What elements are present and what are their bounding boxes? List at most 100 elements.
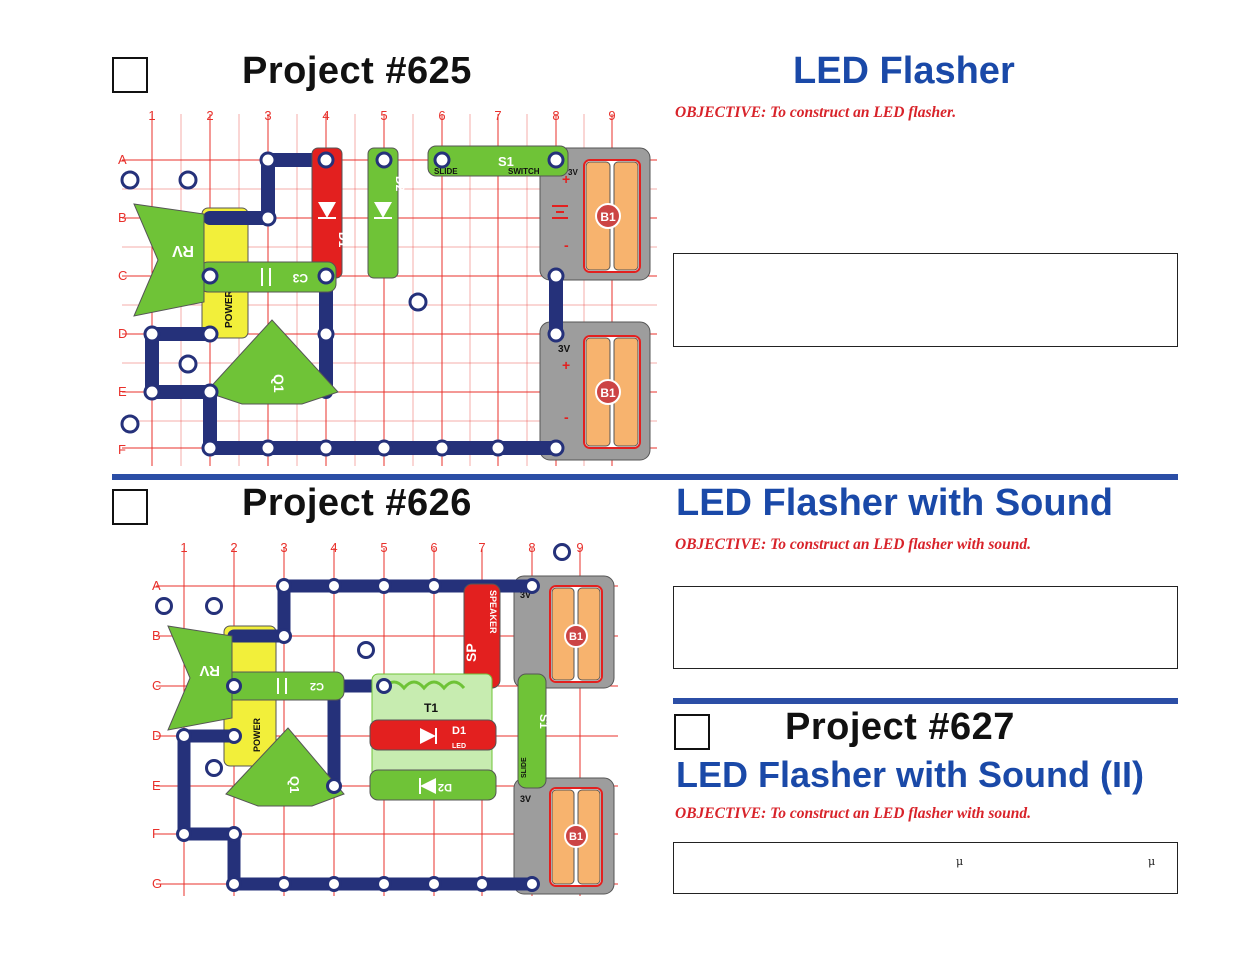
svg-text:+: + [562, 357, 570, 373]
led-label: LED [452, 743, 466, 750]
grid-row-labels: A B C D E F [118, 152, 127, 457]
grid-col-label: 5 [380, 540, 387, 555]
grid-col-label: 9 [608, 108, 615, 123]
micro-symbol: μ [1148, 855, 1156, 868]
micro-symbol: μ [956, 855, 964, 868]
d1-label: D1 [336, 232, 350, 248]
slide-switch-s1: S1 SLIDE SWITCH 3V [427, 145, 578, 177]
grid-row-label: E [118, 384, 127, 399]
project-627-number: Project #627 [785, 706, 1015, 748]
battery-b1-bottom: B1 3V + - [539, 321, 651, 461]
grid-row-label: D [118, 326, 127, 341]
project-626-number: Project #626 [242, 482, 472, 524]
potentiometer-rv: RV [133, 203, 205, 317]
grid-row-label: D [152, 728, 161, 743]
grid-col-label: 1 [148, 108, 155, 123]
slide-switch-s1: S1 SLIDE [517, 673, 551, 789]
svg-text:-: - [564, 409, 569, 425]
d2-label: D2 [393, 176, 407, 192]
project-627-checkbox[interactable] [674, 714, 710, 750]
q1-label: Q1 [287, 776, 302, 793]
led-d2: D2 [367, 147, 407, 279]
t1-label: T1 [424, 701, 438, 715]
snap-points [120, 151, 565, 457]
potentiometer-rv: RV [167, 625, 233, 731]
battery-label: B1 [600, 210, 616, 224]
project-626-objective: OBJECTIVE: To construct an LED flasher w… [675, 536, 1032, 553]
grid-row-label: C [118, 268, 127, 283]
s1-label: S1 [498, 154, 514, 169]
c2-label: C2 [310, 680, 324, 692]
project-625-checkbox[interactable] [112, 57, 148, 93]
svg-text:+: + [562, 171, 570, 187]
grid-col-label: 4 [322, 108, 329, 123]
project-626-checkbox[interactable] [112, 489, 148, 525]
slide-label: SLIDE [521, 757, 528, 778]
amplifier-label: POWER [252, 717, 262, 752]
grid-col-label: 1 [180, 540, 187, 555]
capacitor-c3: C3 [199, 261, 337, 293]
capacitor-c2: C2 [223, 671, 345, 701]
rv-label: RV [199, 662, 220, 679]
grid-col-label: 8 [552, 108, 559, 123]
s1-label: S1 [537, 714, 551, 729]
sp-label: SP [463, 643, 479, 662]
snap-points [155, 543, 571, 892]
amplifier-label: POWER [224, 289, 235, 328]
grid-col-label: 3 [280, 540, 287, 555]
project-625-note-box [673, 253, 1178, 347]
s1-voltage: 3V [568, 168, 578, 177]
divider-626-627 [673, 698, 1178, 704]
grid-col-label: 3 [264, 108, 271, 123]
grid-col-label: 6 [430, 540, 437, 555]
grid-col-label: 9 [576, 540, 583, 555]
speaker-sp: SPEAKER SP [463, 583, 501, 689]
led-d2: D2 [369, 769, 497, 801]
c3-label: C3 [292, 271, 308, 285]
battery-b1-top: B1 3V [513, 575, 615, 689]
switch-label: SWITCH [508, 167, 540, 176]
project-626-note-box [673, 586, 1178, 669]
transistor-q1: Q1 [205, 319, 339, 405]
battery-voltage: 3V [520, 794, 531, 804]
divider-625-626 [112, 474, 1178, 480]
project-625-circuit-diagram: 1 2 3 4 5 6 7 8 9 A B C D E F B1 + - B1 [118, 108, 657, 466]
slide-label: SLIDE [434, 167, 458, 176]
transistor-q1: Q1 [225, 727, 345, 807]
grid-row-label: F [152, 826, 160, 841]
q1-label: Q1 [271, 374, 287, 393]
battery-label: B1 [600, 386, 616, 400]
project-625-number: Project #625 [242, 50, 472, 92]
battery-voltage: 3V [558, 344, 571, 355]
battery-b1-top: B1 + - [539, 147, 651, 281]
grid-col-labels: 1 2 3 4 5 6 7 8 9 [148, 108, 615, 123]
grid-row-label: E [152, 778, 161, 793]
speaker-label: SPEAKER [488, 590, 498, 634]
d2-label: D2 [438, 781, 452, 793]
grid-row-label: A [118, 152, 127, 167]
battery-label: B1 [569, 631, 583, 643]
grid-col-label: 7 [494, 108, 501, 123]
grid-row-label: C [152, 678, 161, 693]
grid-row-labels: A B C D E F G [152, 578, 162, 891]
grid-col-label: 8 [528, 540, 535, 555]
project-626-circuit-diagram: 1 2 3 4 5 6 7 8 9 A B C D E F G B1 3V B1… [152, 540, 618, 896]
grid-col-label: 5 [380, 108, 387, 123]
grid-col-label: 2 [230, 540, 237, 555]
battery-b1-bottom: B1 3V [513, 777, 615, 895]
led-d1: D1 LED [369, 719, 497, 751]
project-627-objective: OBJECTIVE: To construct an LED flasher w… [675, 805, 1032, 822]
svg-text:-: - [564, 237, 569, 253]
battery-voltage: 3V [520, 590, 531, 600]
grid-col-label: 7 [478, 540, 485, 555]
battery-label: B1 [569, 831, 583, 843]
project-625-title: LED Flasher [793, 50, 1015, 92]
rv-label: RV [172, 242, 194, 259]
grid-col-label: 4 [330, 540, 337, 555]
grid-row-label: A [152, 578, 161, 593]
led-d1: D1 [311, 147, 350, 279]
grid-row-label: F [118, 442, 126, 457]
grid-col-label: 2 [206, 108, 213, 123]
grid-row-label: B [152, 628, 161, 643]
d1-label: D1 [452, 725, 466, 737]
